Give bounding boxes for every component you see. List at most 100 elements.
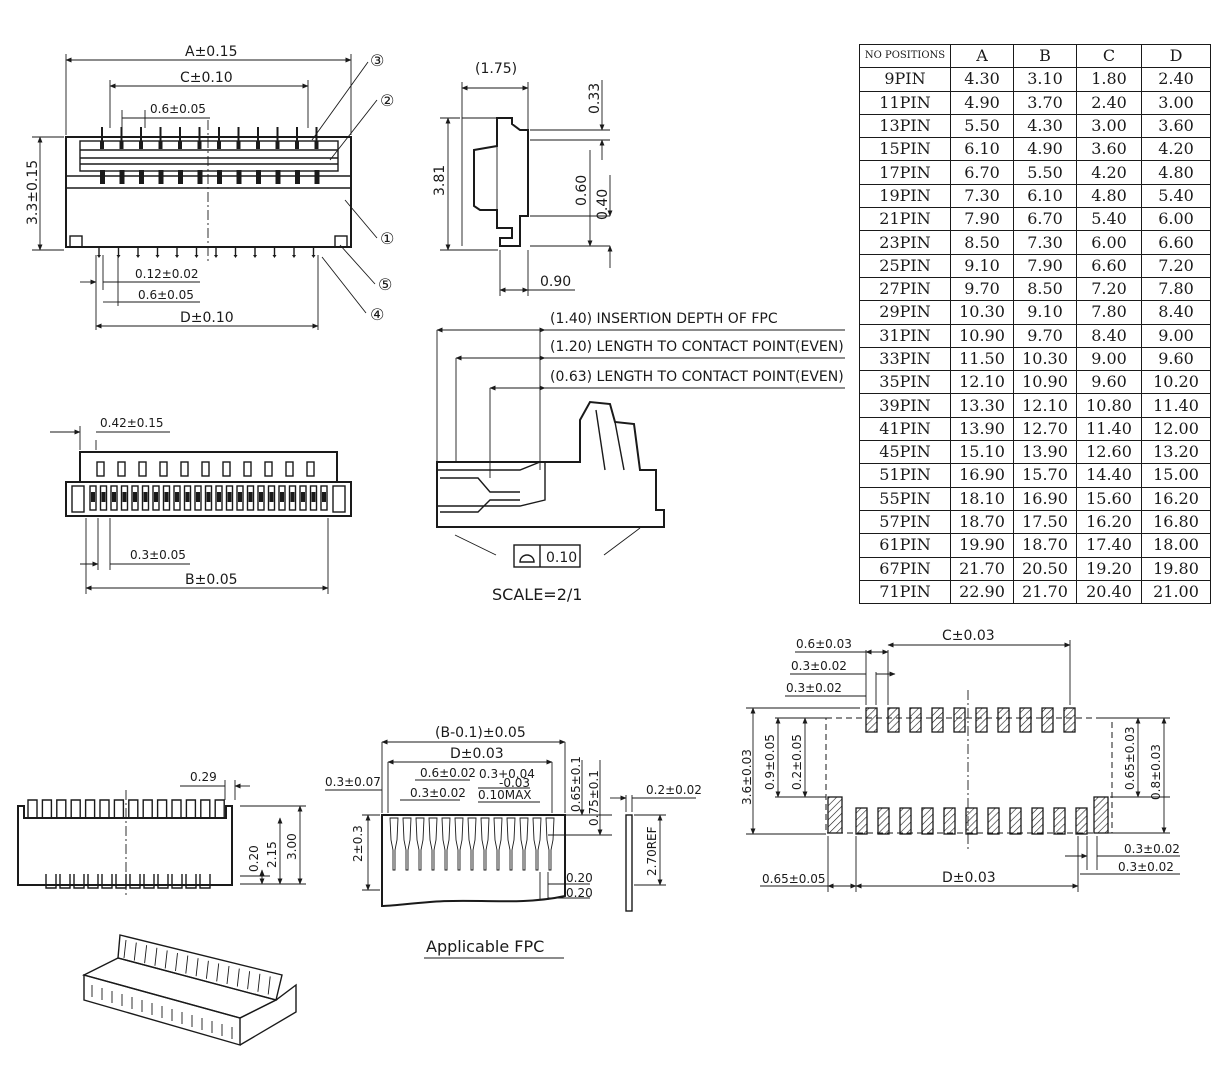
end-dim-029: 0.29 <box>190 770 217 784</box>
top-view: A±0.15 C±0.10 0.6±0.05 3.3±0.15 0.12±0.0… <box>25 44 394 330</box>
fpc-view: (B-0.1)±0.05 D±0.03 0.3±0.07 0.6±0.02 0.… <box>325 725 702 959</box>
top-view-body <box>65 120 352 262</box>
end-dim-215: 2.15 <box>265 841 279 868</box>
pcb-dim-b2: 0.3±0.02 <box>1118 860 1174 874</box>
table-cell-c: 3.00 <box>1076 113 1142 139</box>
side-dim-175: (1.75) <box>475 61 517 77</box>
fpc-dim-d: D±0.03 <box>450 746 504 762</box>
table-cell-positions: 67PIN <box>859 556 951 581</box>
table-cell-b: 3.70 <box>1013 90 1077 115</box>
table-cell-a: 7.30 <box>950 183 1014 209</box>
table-cell-b: 4.90 <box>1013 137 1077 162</box>
callout-5: ⑤ <box>378 275 392 294</box>
note-insertion-depth: (1.40) INSERTION DEPTH OF FPC <box>550 311 778 327</box>
table-cell-a: 15.10 <box>950 440 1014 465</box>
table-cell-c: 7.20 <box>1076 276 1142 302</box>
table-cell-a: 16.90 <box>950 463 1014 488</box>
table-cell-positions: 11PIN <box>859 90 951 115</box>
callout-3: ③ <box>370 51 384 70</box>
side-dim-033: 0.33 <box>587 83 603 114</box>
fpc-dim-tol-bottom: -0.03 <box>499 776 530 790</box>
table-cell-a: 18.10 <box>950 486 1014 511</box>
table-cell-b: 13.90 <box>1013 440 1077 465</box>
fpc-dim-max: 0.10MAX <box>478 788 532 802</box>
fpc-dim-thickness: 0.2±0.02 <box>646 783 702 797</box>
table-cell-b: 6.10 <box>1013 183 1077 209</box>
dim-d: D±0.10 <box>180 310 234 326</box>
table-cell-positions: 15PIN <box>859 137 951 162</box>
pcb-dim-h36: 3.6±0.03 <box>740 749 754 805</box>
table-cell-d: 13.20 <box>1141 440 1211 465</box>
fpc-dim-065: 0.65±0.1 <box>569 756 583 812</box>
pcb-dim-h065: 0.65±0.03 <box>1123 727 1137 791</box>
fpc-dim-length: 2±0.3 <box>351 825 365 862</box>
table-cell-a: 10.30 <box>950 300 1014 325</box>
table-cell-d: 7.20 <box>1141 253 1211 278</box>
table-cell-c: 8.40 <box>1076 323 1142 348</box>
table-cell-d: 15.00 <box>1141 463 1211 488</box>
table-cell-c: 19.20 <box>1076 556 1142 581</box>
table-cell-c: 14.40 <box>1076 463 1142 488</box>
table-cell-d: 9.60 <box>1141 346 1211 372</box>
callout-1: ① <box>380 229 394 248</box>
note-contact-120: (1.20) LENGTH TO CONTACT POINT(EVEN) <box>550 339 844 355</box>
table-cell-positions: 19PIN <box>859 183 951 209</box>
dim-lead-width: 0.12±0.02 <box>135 267 199 281</box>
table-cell-positions: 9PIN <box>859 67 951 92</box>
table-cell-positions: 55PIN <box>859 486 951 511</box>
table-cell-b: 9.70 <box>1013 323 1077 348</box>
fpc-dim-ref: 2.70REF <box>645 826 659 876</box>
table-cell-c: 16.20 <box>1076 509 1142 535</box>
front-dim-pitch: 0.3±0.05 <box>130 548 186 562</box>
table-cell-b: 17.50 <box>1013 509 1077 535</box>
front-view: 0.42±0.15 0.3±0.05 B±0.05 <box>50 416 352 594</box>
table-cell-a: 9.70 <box>950 276 1014 302</box>
side-dim-040: 0.40 <box>595 189 611 220</box>
table-cell-positions: 41PIN <box>859 416 951 442</box>
pcb-pads-top <box>865 707 1076 733</box>
pcb-dim-edge: 0.65±0.05 <box>762 872 826 886</box>
table-cell-a: 22.90 <box>950 579 1014 605</box>
table-cell-d: 10.20 <box>1141 370 1211 395</box>
table-cell-d: 19.80 <box>1141 556 1211 581</box>
table-cell-d: 2.40 <box>1141 67 1211 92</box>
table-cell-positions: 25PIN <box>859 253 951 278</box>
detail-view: (1.40) INSERTION DEPTH OF FPC (1.20) LEN… <box>436 311 845 604</box>
end-view: 0.29 0.20 2.15 3.00 <box>17 770 306 895</box>
callout-2: ② <box>380 91 394 110</box>
table-cell-b: 7.30 <box>1013 230 1077 255</box>
table-cell-d: 16.80 <box>1141 509 1211 535</box>
table-cell-a: 8.50 <box>950 230 1014 255</box>
table-cell-d: 6.00 <box>1141 207 1211 232</box>
table-cell-c: 4.80 <box>1076 183 1142 209</box>
pcb-dim-h02: 0.2±0.05 <box>790 734 804 790</box>
table-cell-b: 5.50 <box>1013 160 1077 185</box>
side-dim-381: 3.81 <box>432 165 448 196</box>
front-dim-b: B±0.05 <box>185 572 238 588</box>
table-cell-b: 7.90 <box>1013 253 1077 278</box>
table-header-d: D <box>1141 43 1211 69</box>
front-dim-offset: 0.42±0.15 <box>100 416 164 430</box>
fpc-dim-pitch-half: 0.3±0.02 <box>410 786 466 800</box>
table-cell-b: 4.30 <box>1013 113 1077 139</box>
dim-c: C±0.10 <box>180 70 233 86</box>
side-dim-060: 0.60 <box>574 175 590 206</box>
note-contact-063: (0.63) LENGTH TO CONTACT POINT(EVEN) <box>550 369 844 385</box>
fpc-title: Applicable FPC <box>426 937 544 956</box>
end-dim-020: 0.20 <box>247 845 261 872</box>
table-cell-b: 16.90 <box>1013 486 1077 511</box>
fpc-dim-pitch: 0.6±0.02 <box>420 766 476 780</box>
fpc-dim-020a: 0.20 <box>566 871 593 885</box>
table-cell-d: 16.20 <box>1141 486 1211 511</box>
top-view-dimensions: A±0.15 C±0.10 0.6±0.05 3.3±0.15 0.12±0.0… <box>25 44 352 330</box>
